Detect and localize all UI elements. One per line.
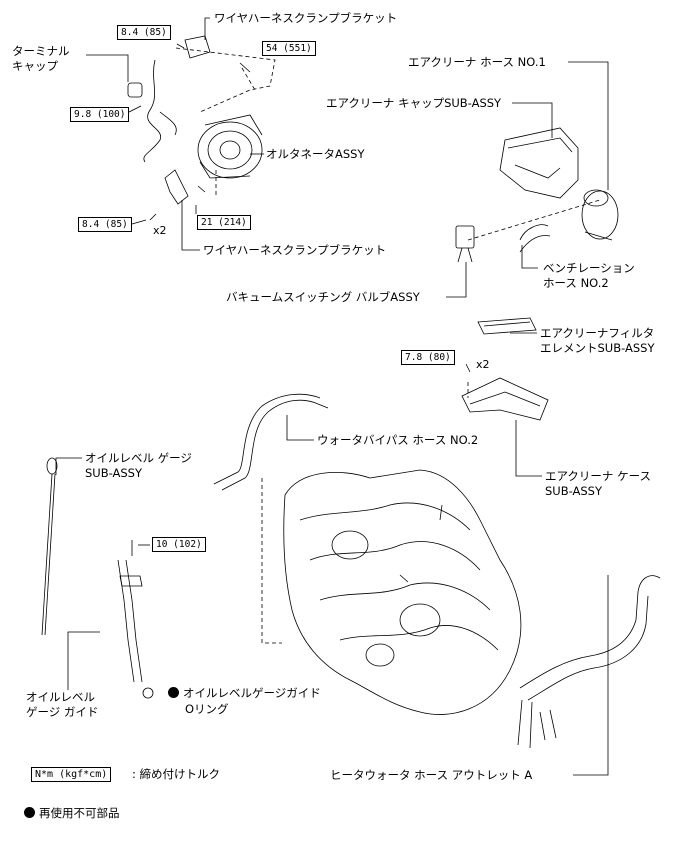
label-case-line1: エアクリーナ ケース xyxy=(545,469,652,483)
leader-bracket-bottom xyxy=(181,200,200,251)
legend-non-reusable: 再使用不可部品 xyxy=(24,806,120,820)
torque-box-t7: 10 (102) xyxy=(152,537,206,552)
torque-box-t3: 9.8 (100) xyxy=(70,107,130,122)
leader-bracket-top xyxy=(204,17,210,40)
torque-box-t2: 54 (551) xyxy=(262,41,316,56)
label-oring-text: オイルレベルゲージガイド xyxy=(183,686,321,700)
label-bracket-bottom: ワイヤハーネスクランプブラケット xyxy=(203,243,387,257)
water-bypass-hose-drawing xyxy=(213,393,329,491)
legend-non-reusable-text: 再使用不可部品 xyxy=(39,806,120,820)
label-dipstick-line2: SUB-ASSY xyxy=(85,466,142,480)
legend-dot-icon xyxy=(24,807,35,818)
dipstick-drawing xyxy=(41,457,58,636)
leader-terminal-cap xyxy=(86,54,129,82)
label-vent-hose-line1: ベンチレーション xyxy=(543,261,635,275)
legend-torque-desc: : 締め付けトルク xyxy=(132,767,221,781)
label-alternator: オルタネータASSY xyxy=(266,147,365,161)
torque-box-t6: 7.8 (80) xyxy=(401,350,455,365)
legend-torque-unit-box: N*m (kgf*cm) xyxy=(31,767,112,782)
label-filter-line1: エアクリーナフィルタ xyxy=(540,326,655,340)
label-oring-line2: Oリング xyxy=(185,702,229,716)
dash-engine xyxy=(261,478,282,644)
label-filter-line2: エレメントSUB-ASSY xyxy=(540,341,655,355)
leader-air-hose-no1 xyxy=(568,61,609,190)
dash-alternator xyxy=(175,47,276,113)
leader-vent-hose xyxy=(521,245,538,269)
torque-box-t4: 8.4 (85) xyxy=(78,217,132,232)
alternator-drawing xyxy=(127,35,263,221)
heater-hose-drawing xyxy=(517,575,661,749)
leader-heater-hose xyxy=(573,575,609,776)
leader-dipstick xyxy=(55,457,82,475)
dash-bolt xyxy=(241,67,256,91)
label-vent-hose-line2: ホース NO.2 xyxy=(543,276,609,290)
label-terminal-cap-line1: ターミナル xyxy=(12,44,70,58)
dash-air xyxy=(467,199,601,241)
vsv-drawing xyxy=(455,225,475,263)
label-terminal-cap-line2: キャップ xyxy=(12,59,58,73)
torque-box-t5: 21 (214) xyxy=(197,215,251,230)
label-oring-line1: オイルレベルゲージガイド xyxy=(168,686,321,700)
label-heater-hose: ヒータウォータ ホース アウトレット A xyxy=(330,768,533,782)
leader-guide xyxy=(67,631,100,690)
label-water-bypass: ウォータバイパス ホース NO.2 xyxy=(317,433,479,447)
non-reusable-marker xyxy=(168,687,179,698)
dipstick-guide-drawing xyxy=(117,540,154,699)
label-dipstick-line1: オイルレベル ゲージ xyxy=(85,451,192,465)
leader-case xyxy=(515,420,542,477)
leader-water-bypass xyxy=(286,415,314,441)
leader-torque-t4 xyxy=(131,219,147,225)
qty-label-case-bolt: x2 xyxy=(476,358,490,371)
label-vsv: バキュームスイッチング バルブASSY xyxy=(226,290,420,304)
label-air-cap: エアクリーナ キャップSUB-ASSY xyxy=(326,96,502,110)
air-cleaner-case-drawing xyxy=(461,363,549,421)
air-cleaner-cap-drawing xyxy=(499,127,619,241)
filter-drawing xyxy=(477,317,537,335)
leader-vsv xyxy=(446,262,467,298)
leader-air-cap xyxy=(512,102,553,138)
label-case-line2: SUB-ASSY xyxy=(545,484,602,498)
label-bracket-top: ワイヤハーネスクランプブラケット xyxy=(214,11,398,25)
ventilation-hose-drawing xyxy=(519,224,551,253)
qty-label-alternator-bolt: x2 xyxy=(153,224,167,237)
engine-drawing xyxy=(283,469,522,715)
label-guide-line1: オイルレベル xyxy=(26,690,95,704)
label-guide-line2: ゲージ ガイド xyxy=(26,705,99,719)
label-air-hose-no1: エアクリーナ ホース NO.1 xyxy=(408,55,546,69)
torque-box-t1: 8.4 (85) xyxy=(117,25,171,40)
